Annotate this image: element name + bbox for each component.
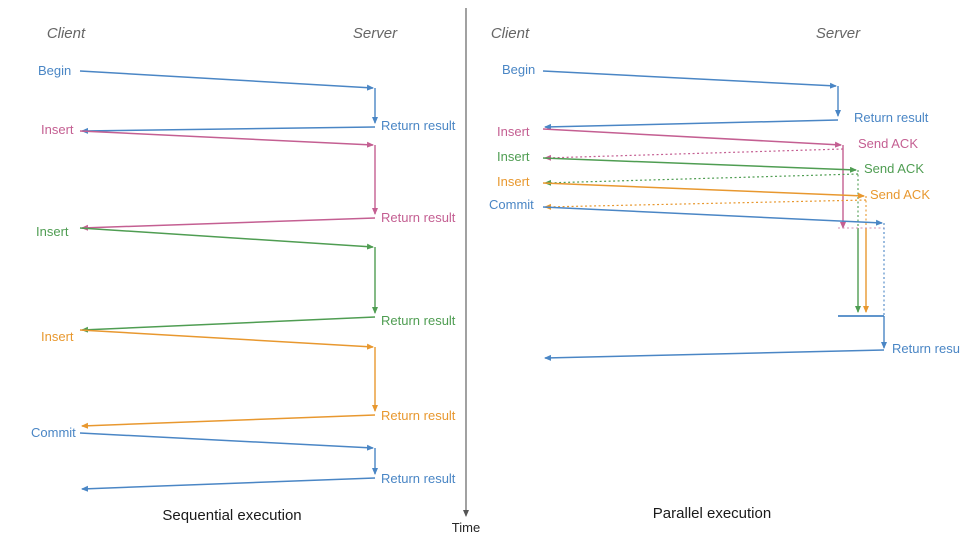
reply-arrow-sequential-0: [81, 126, 376, 134]
sequential-server-actor-label: Server: [353, 25, 398, 42]
request-arrow-sequential-3: [79, 329, 374, 350]
reply-label-sequential-4: Return result: [381, 471, 456, 486]
message-flow-layer: [79, 70, 887, 492]
request-arrow-parallel-1: [542, 157, 857, 173]
request-label-sequential-3: Insert: [41, 329, 74, 344]
reply-label-sequential-2: Return result: [381, 313, 456, 328]
request-label-parallel-2: Insert: [497, 174, 530, 189]
request-arrow-sequential-4: [79, 432, 374, 451]
request-label-parallel-begin: Begin: [502, 62, 535, 77]
ack-label-parallel-1: Send ACK: [864, 161, 924, 176]
request-arrow-sequential-1: [79, 130, 374, 148]
reply-arrow-parallel-commit: [544, 349, 885, 361]
parallel-panel-caption: Parallel execution: [653, 505, 771, 522]
reply-arrow-sequential-1: [81, 217, 376, 231]
ack-arrow-parallel-2: [544, 199, 867, 210]
request-arrow-parallel-begin: [542, 70, 837, 89]
request-label-sequential-4: Commit: [31, 425, 76, 440]
request-label-parallel-commit: Commit: [489, 197, 534, 212]
reply-arrow-parallel-begin: [544, 119, 839, 130]
request-label-sequential-1: Insert: [41, 122, 74, 137]
sequential-panel-caption: Sequential execution: [162, 507, 301, 524]
request-arrow-parallel-0: [542, 128, 842, 148]
time-axis-label: Time: [452, 520, 480, 535]
reply-label-sequential-1: Return result: [381, 210, 456, 225]
ack-arrow-parallel-1: [544, 173, 859, 186]
ack-arrow-parallel-0: [544, 148, 844, 161]
request-arrow-sequential-2: [79, 227, 374, 250]
ack-label-parallel-2: Send ACK: [870, 187, 930, 202]
request-label-sequential-0: Begin: [38, 63, 71, 78]
reply-label-sequential-0: Return result: [381, 118, 456, 133]
reply-label-parallel-begin: Return result: [854, 110, 929, 125]
parallel-server-actor-label: Server: [816, 25, 861, 42]
reply-arrow-sequential-3: [81, 414, 376, 429]
request-label-parallel-0: Insert: [497, 124, 530, 139]
ack-label-parallel-0: Send ACK: [858, 136, 918, 151]
reply-arrow-sequential-2: [81, 316, 376, 333]
reply-label-sequential-3: Return result: [381, 408, 456, 423]
reply-label-parallel-commit: Return result: [892, 341, 960, 356]
request-arrow-parallel-2: [542, 182, 865, 199]
reply-arrow-sequential-4: [81, 477, 376, 492]
sequential-client-actor-label: Client: [47, 25, 86, 42]
request-label-parallel-1: Insert: [497, 149, 530, 164]
parallel-client-actor-label: Client: [491, 25, 530, 42]
request-label-sequential-2: Insert: [36, 224, 69, 239]
request-arrow-parallel-commit: [542, 206, 883, 226]
request-arrow-sequential-0: [79, 70, 374, 91]
